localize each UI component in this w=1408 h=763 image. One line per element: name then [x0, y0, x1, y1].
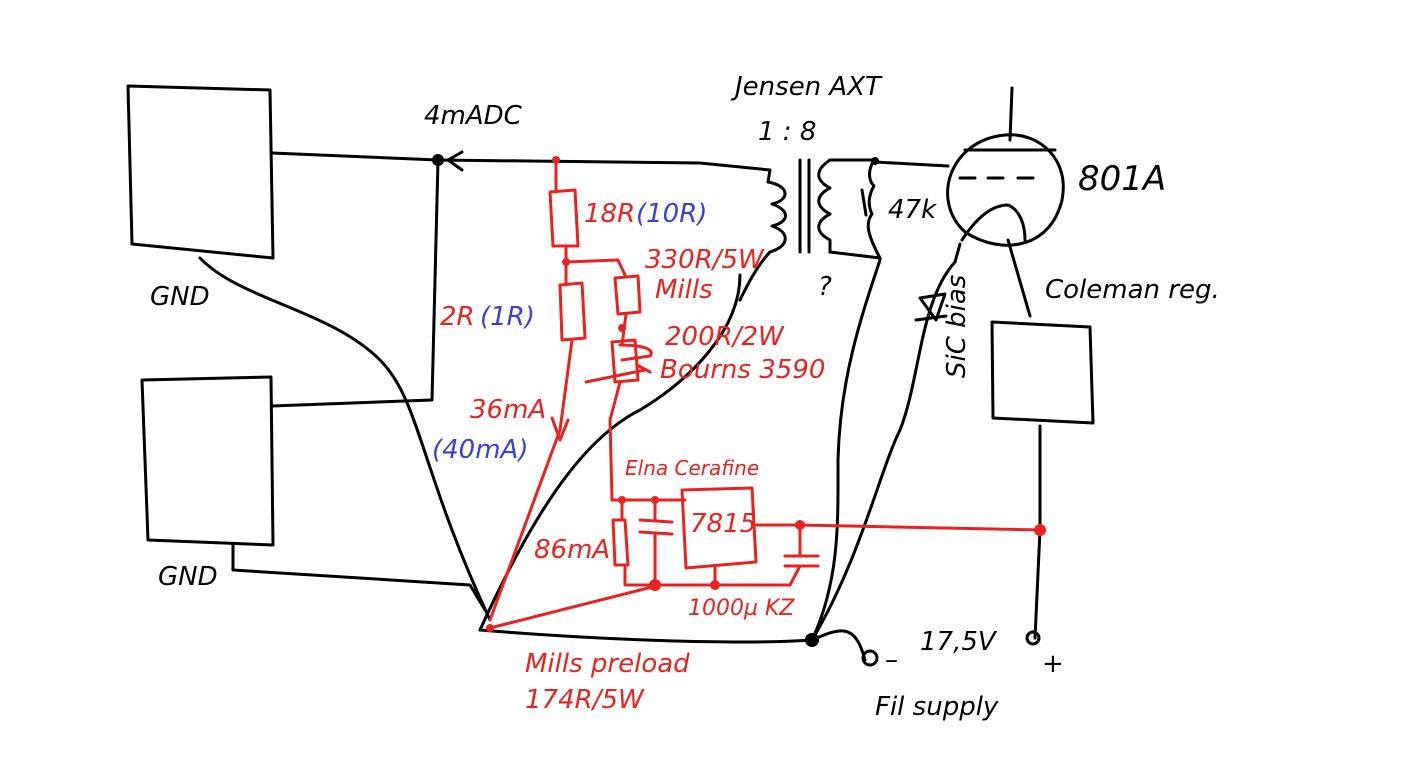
- coleman-reg-label: Coleman reg.: [1045, 275, 1220, 305]
- current-4ma-label: 4mADC: [424, 101, 523, 131]
- black-junctions: [432, 154, 879, 647]
- minus-sign-label: –: [885, 645, 898, 675]
- r330-label: 330R/5W: [645, 245, 765, 275]
- mills-preload-label: Mills preload: [525, 649, 690, 679]
- r2-label: 2R: [440, 302, 475, 332]
- plus-terminal: [1025, 630, 1041, 646]
- cap-1000u-label: 1000µ KZ: [688, 596, 795, 621]
- tube-801a-label: 801A: [1078, 159, 1166, 199]
- transformer-symbol: [798, 158, 882, 260]
- diode-symbol: [914, 292, 948, 322]
- gnd-label-top: GND: [150, 282, 210, 312]
- red-junctions: [486, 156, 1046, 632]
- bourns-label: Bourns 3590: [660, 355, 825, 385]
- transformer-ratio-label: 1 : 8: [758, 117, 816, 147]
- elna-cerafine-label: Elna Cerafine: [625, 456, 759, 480]
- current-40ma-label: (40mA): [432, 435, 528, 465]
- resistor-47k-label: 47k: [888, 195, 937, 225]
- red-wiring: [488, 158, 1042, 630]
- minus-terminal: [861, 649, 879, 667]
- r2-alt-label: (1R): [480, 302, 535, 332]
- current-36ma-label: 36mA: [470, 395, 546, 425]
- r18-label: 18R: [584, 199, 635, 229]
- plus-sign-label: +: [1042, 649, 1064, 679]
- transformer-name-label: Jensen AXT: [730, 72, 883, 102]
- fil-supply-label: Fil supply: [875, 692, 999, 722]
- preload-174r-label: 174R/5W: [525, 685, 645, 715]
- current-86ma-label: 86mA: [534, 535, 610, 565]
- question-mark-label: ?: [818, 272, 832, 302]
- tube-801a-symbol: [946, 133, 1065, 247]
- black-wiring: [198, 86, 1042, 662]
- mills-label: Mills: [655, 275, 713, 305]
- voltage-17-5v-label: 17,5V: [920, 627, 998, 657]
- r200-label: 200R/2W: [665, 322, 785, 352]
- coleman-reg-box: [990, 320, 1095, 425]
- sic-bias-label: SiC bias: [942, 275, 972, 378]
- r18-alt-label: (10R): [636, 199, 707, 229]
- reg-7815-label: 7815: [690, 509, 756, 539]
- upper-block-box: [126, 84, 275, 260]
- lower-block-box: [140, 375, 275, 547]
- gnd-label-bottom: GND: [158, 562, 218, 592]
